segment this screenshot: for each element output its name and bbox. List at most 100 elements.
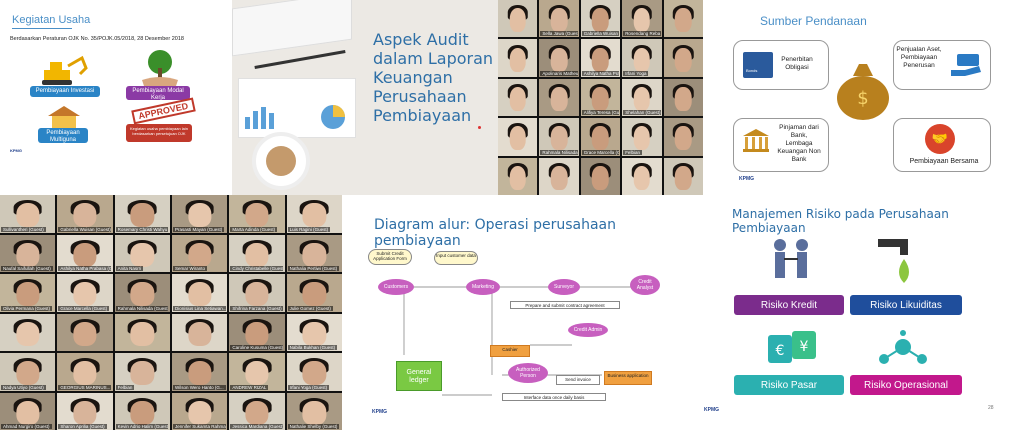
- participant-video-tile[interactable]: Irfani Yoga (Guest): [286, 353, 342, 391]
- risk-kredit: Risiko Kredit: [734, 295, 844, 315]
- participant-video-tile[interactable]: GEORGIUS MARINUS...: [57, 353, 113, 391]
- participant-face: [130, 321, 154, 346]
- participant-video-tile[interactable]: Jennifer Sukamta Rahma...: [171, 392, 228, 430]
- participant-video-tile[interactable]: Luis Ragini (Guest): [286, 195, 342, 233]
- participant-name-label: Grace Marcella (Guest): [581, 149, 620, 155]
- bonds-label: Bonds: [746, 68, 758, 73]
- item-pembiayaan-modal-kerja: Pembiayaan Modal Kerja: [126, 86, 190, 101]
- participant-name-label: Caroline Kusuma (Guest): [230, 345, 283, 350]
- participant-video-tile[interactable]: Ahmad Nurgiro (Guest): [0, 392, 56, 430]
- participant-video-tile[interactable]: [663, 157, 703, 195]
- participant-face: [16, 242, 40, 267]
- kpmg-logo: KPMG: [372, 409, 387, 415]
- participant-video-tile[interactable]: [498, 39, 538, 77]
- participant-video-tile[interactable]: Dionisius Lina Setiawan...: [171, 274, 228, 312]
- participant-video-tile[interactable]: Grace Marcella (Guest): [57, 274, 113, 312]
- participant-video-tile[interactable]: Gabriella Wuisan (Guest): [580, 0, 621, 38]
- page-number: 28: [988, 405, 994, 411]
- participant-video-tile[interactable]: Caroline Kusuma (Guest): [229, 313, 285, 351]
- participant-video-tile[interactable]: Nathalia Pertiwi (Guest): [286, 234, 342, 272]
- participant-video-tile[interactable]: Rosendang Reba (Guest): [622, 0, 662, 38]
- participant-video-tile[interactable]: Rahmala Nilisada (Guest): [539, 118, 579, 156]
- participant-video-tile[interactable]: [663, 78, 703, 117]
- participant-face: [188, 321, 212, 346]
- participant-video-tile[interactable]: Nadya Utiyo (Guest): [0, 353, 56, 391]
- participant-video-tile[interactable]: Irfani Yoga: [622, 39, 662, 77]
- participant-video-tile[interactable]: Sharon Aprilia (Guest): [57, 392, 113, 430]
- participant-video-tile[interactable]: [0, 313, 56, 351]
- participant-face: [675, 8, 692, 33]
- participant-video-tile[interactable]: [114, 313, 170, 351]
- participant-face: [130, 282, 154, 307]
- participant-video-tile[interactable]: Wilson Wero Hanto (G...: [171, 353, 228, 391]
- participant-video-tile[interactable]: [580, 157, 621, 195]
- participant-video-tile[interactable]: [622, 157, 662, 195]
- participant-face: [73, 400, 97, 425]
- participant-video-tile[interactable]: [663, 39, 703, 77]
- participant-name-label: Shelahan (Guest): [623, 110, 661, 116]
- participant-video-tile[interactable]: Kevin Adrio Halim (Guest): [114, 392, 170, 430]
- participant-video-tile[interactable]: [57, 313, 113, 351]
- participant-video-tile[interactable]: Grace Marcella (Guest): [580, 118, 621, 156]
- node-business-application: Business application: [604, 371, 652, 385]
- participant-video-tile[interactable]: Shifrina Farzana (Guest): [229, 274, 285, 312]
- participant-video-tile[interactable]: Anita Nasrri: [114, 234, 170, 272]
- participant-video-tile[interactable]: Julie Gomez (Guest): [286, 274, 342, 312]
- node-send-invoice: Send invoice: [556, 375, 600, 385]
- participant-video-tile[interactable]: Sella Jawa (Guest): [539, 0, 579, 38]
- participant-video-tile[interactable]: Naufal Saifullah (Guest): [0, 234, 56, 272]
- participant-video-tile[interactable]: Prasasti Mayan (Guest): [171, 195, 228, 233]
- slide-title: Sumber Pendanaan: [760, 14, 867, 28]
- participant-video-tile[interactable]: Ashilya Natha Prabasa (G...: [580, 39, 621, 77]
- participant-name-label: Rahmala Nilisada (Guest): [540, 149, 578, 155]
- slide-aspek-audit: Aspek Audit dalam Laporan Keuangan Perus…: [232, 0, 498, 195]
- participant-face: [592, 47, 609, 72]
- participant-face: [633, 165, 651, 190]
- slide-subtitle: Berdasarkan Peraturan OJK No. 35/POJK.05…: [10, 36, 184, 42]
- participant-video-tile[interactable]: Cindy Christabelle (Guest): [229, 234, 285, 272]
- participant-video-tile[interactable]: Olivia Permana (Guest): [0, 274, 56, 312]
- participant-face: [16, 321, 40, 346]
- participant-video-tile[interactable]: Nathalie Shelby (Guest): [286, 392, 342, 430]
- participant-video-tile[interactable]: Apolinaris Matheus Gal...: [539, 39, 579, 77]
- participant-face: [550, 8, 568, 33]
- participant-video-tile[interactable]: Rosemary Christi Wahyu (G...: [114, 195, 170, 233]
- participant-video-tile[interactable]: [498, 118, 538, 156]
- participant-video-tile[interactable]: [539, 157, 579, 195]
- participant-video-tile[interactable]: Alifiya Teresa (Guest): [580, 78, 621, 117]
- pen-image: [254, 50, 346, 69]
- participant-video-tile[interactable]: Sullivantheri (Guest): [0, 195, 56, 233]
- participant-video-tile[interactable]: [663, 0, 703, 38]
- participant-video-tile[interactable]: Gabriella Wuisan (Guest): [57, 195, 113, 233]
- node-submit-application: Submit Credit Application Form: [368, 249, 412, 265]
- participant-video-tile[interactable]: Ashilya Natha Prabasa (G...: [57, 234, 113, 272]
- participant-video-tile[interactable]: [498, 0, 538, 38]
- participant-video-tile[interactable]: Semar Wiranto: [171, 234, 228, 272]
- slide-manajemen-risiko: Manajemen Risiko pada Perusahaan Pembiay…: [688, 195, 1024, 430]
- participant-name-label: Nathalie Shelby (Guest): [287, 424, 340, 429]
- participant-name-label: Grace Marcella (Guest): [58, 305, 110, 311]
- participant-video-tile[interactable]: Marta Adinda (Guest): [229, 195, 285, 233]
- participant-video-tile[interactable]: [498, 157, 538, 195]
- bubble-pinjaman: [733, 118, 829, 172]
- participant-name-label: Irfani Yoga (Guest): [287, 384, 330, 390]
- participant-name-label: Rahmala Nilisada (Guest): [115, 305, 169, 311]
- participant-video-tile[interactable]: [498, 78, 538, 117]
- participant-name-label: GEORGIUS MARINUS...: [58, 384, 111, 390]
- participant-video-tile[interactable]: Felbian: [622, 118, 662, 156]
- participant-video-tile[interactable]: [663, 118, 703, 156]
- participant-video-tile[interactable]: Nabila Bukhan (Guest): [286, 313, 342, 351]
- participant-video-tile[interactable]: Rahmala Nilisada (Guest): [114, 274, 170, 312]
- participant-face: [130, 203, 154, 228]
- participant-video-tile[interactable]: [539, 78, 579, 117]
- participant-name-label: Marta Adinda (Guest): [230, 226, 278, 232]
- participant-name-label: Jessica Mardiana (Guest): [230, 424, 283, 429]
- participant-video-tile[interactable]: [171, 313, 228, 351]
- participant-video-tile[interactable]: ANDREW RIZAL: [229, 353, 285, 391]
- svg-text:$: $: [857, 88, 868, 109]
- participant-video-tile[interactable]: Felbian: [114, 353, 170, 391]
- participant-video-tile[interactable]: Shelahan (Guest): [622, 78, 662, 117]
- participant-face: [245, 321, 269, 346]
- people-scale-icon: [774, 239, 808, 278]
- participant-video-tile[interactable]: Jessica Mardiana (Guest): [229, 392, 285, 430]
